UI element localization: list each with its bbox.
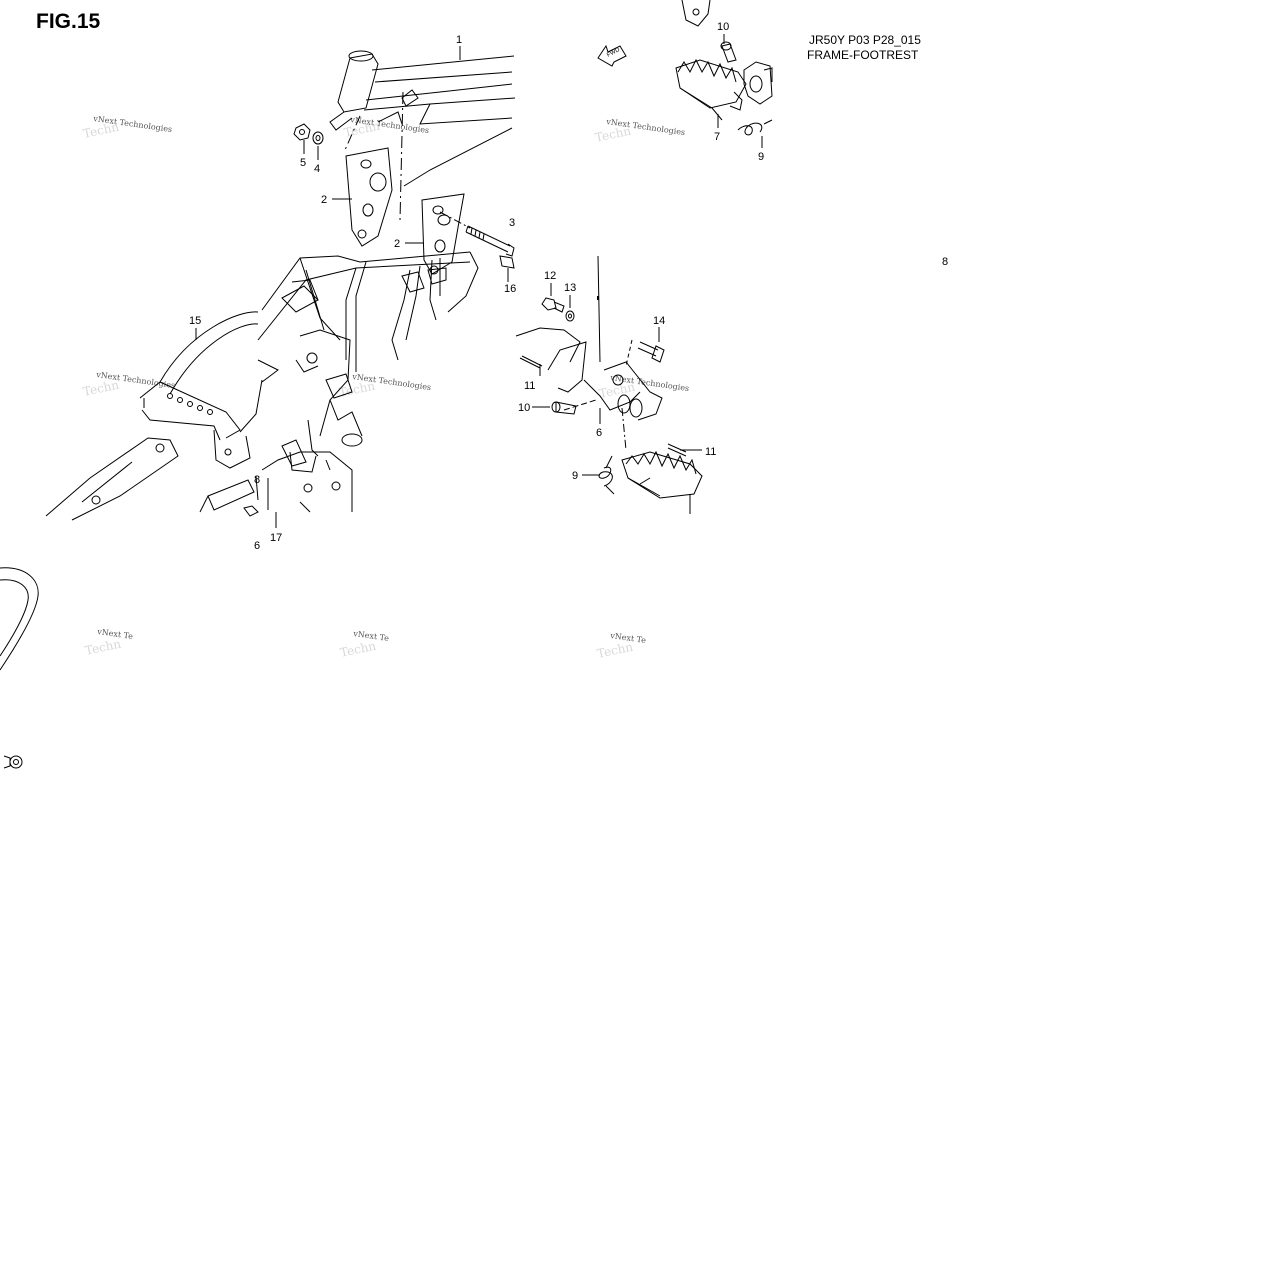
- washer-4: [312, 131, 324, 145]
- mount-bolt: [439, 211, 515, 257]
- callout-2: 2: [394, 238, 400, 250]
- pin-10-upper: [720, 41, 737, 63]
- callout-10: 10: [717, 21, 729, 33]
- main-frame: [45, 50, 516, 521]
- callout-9: 9: [758, 151, 764, 163]
- callout-17: 17: [270, 532, 282, 544]
- engine-mount-plate-lower: [421, 193, 465, 275]
- footrest-bracket: [515, 255, 663, 451]
- callout-16-partial: 6: [254, 540, 260, 552]
- callout-1: 1: [456, 34, 462, 46]
- watermark-ghost: Techn: [596, 640, 635, 661]
- callout-12: 12: [544, 270, 556, 282]
- callout-6: 6: [596, 427, 602, 439]
- diagram-subtitle: FRAME-FOOTREST: [807, 48, 919, 61]
- cotter-pin-11-right: [667, 443, 687, 457]
- clamp-17: [243, 475, 259, 517]
- callout-11: 11: [524, 380, 535, 392]
- footrest-bracket-upper: [681, 0, 773, 105]
- callout-7: 7: [714, 131, 720, 143]
- callout-5: 5: [300, 157, 306, 169]
- callout-labels: 1 2 2 3 4 5 6 7 8 9 9 10 10 11 11 12 13 …: [189, 21, 948, 552]
- callout-4: 4: [314, 163, 320, 175]
- callout-3: 3: [509, 217, 515, 229]
- callout-8: 8: [942, 256, 948, 268]
- bolt-14: [625, 339, 665, 367]
- callout-11: 11: [705, 446, 716, 458]
- callout-16: 16: [504, 283, 516, 295]
- leader-lines: [195, 34, 763, 528]
- callout-14: 14: [653, 315, 665, 327]
- watermark-ghost: Techn: [339, 639, 378, 660]
- nut-5: [293, 123, 311, 141]
- guard-loop: [0, 567, 39, 671]
- watermark-ghost: Techn: [84, 637, 123, 658]
- spring-9-lower: [598, 455, 615, 495]
- callout-15: 15: [189, 315, 201, 327]
- footpeg-lower: [621, 450, 703, 514]
- bolt-12: [541, 297, 565, 313]
- cotter-pin-11-left: [519, 355, 543, 369]
- callout-2: 2: [321, 194, 327, 206]
- figure-title: FIG.15: [36, 10, 101, 33]
- callout-18-partial: 8: [254, 474, 260, 486]
- washer-13: [565, 310, 575, 322]
- callout-13: 13: [564, 282, 576, 294]
- footpeg-upper: [675, 58, 747, 121]
- callout-9: 9: [572, 470, 578, 482]
- pin-10-lower: [551, 401, 577, 415]
- forward-arrow-icon: FWD: [597, 44, 627, 67]
- callout-10: 10: [518, 402, 530, 414]
- engine-mount-plate-upper: [345, 147, 393, 247]
- nut-16: [499, 255, 515, 269]
- small-bolt: [3, 755, 23, 769]
- diagram-code: JR50Y P03 P28_015: [809, 33, 921, 47]
- spring-9-upper: [737, 119, 773, 136]
